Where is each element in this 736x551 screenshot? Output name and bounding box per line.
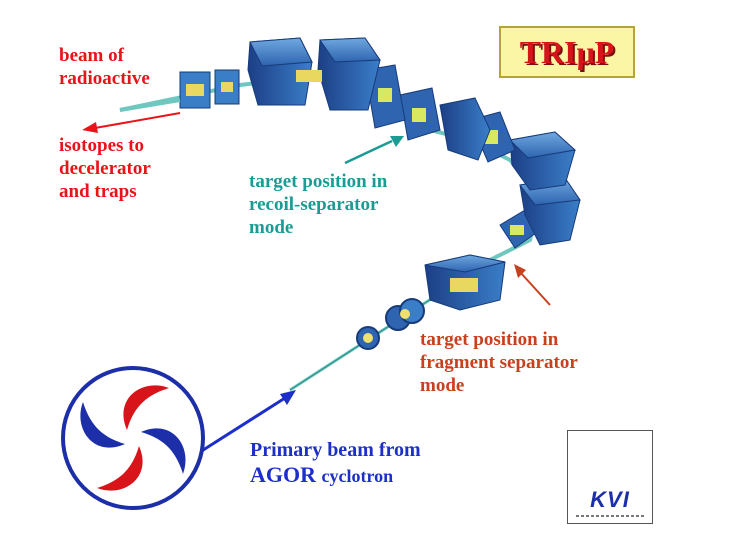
isotopes-label-line: decelerator [59,158,151,180]
primary-beam-label: Primary beam from AGOR cyclotron [250,438,421,489]
agor-cyclotron-icon [61,366,205,510]
beam-label-line: beam of [59,45,124,66]
primary-label-line: AGOR cyclotron [250,462,421,489]
quadrupole-5 [399,87,441,141]
beam-label-line: radioactive [59,68,150,90]
agor-text: AGOR [250,462,316,488]
dipole-magnet-4 [439,97,491,161]
fragment-label-line: fragment separator [420,352,578,374]
kvi-logo-text: KVI [590,487,630,512]
fragment-label-line: target position in [420,329,559,350]
recoil-label-line: recoil-separator [249,194,379,216]
isotopes-label-line: and traps [59,181,137,203]
quadrupole-8 [179,71,211,109]
cyclotron-text: cyclotron [321,466,394,487]
fragment-label-line: mode [420,375,465,397]
recoil-label-line: mode [249,217,294,239]
kvi-logo: KVI [567,430,653,524]
dipole-magnet-6 [247,37,322,106]
quadrupole-1 [356,326,380,350]
output-beam-arrow [82,112,181,133]
kvi-logo-subtext [576,515,644,517]
beam-output-label: beam of radioactive [59,44,150,90]
dipole-magnet-5 [317,37,381,111]
isotopes-label: isotopes to decelerator and traps [59,134,151,204]
recoil-target-label: target position in recoil-separator mode [249,170,387,240]
primary-label-line: Primary beam from [250,439,421,461]
primary-beam-arrow [199,390,296,454]
fragment-target-label: target position in fragment separator mo… [420,328,578,398]
triup-title: TRIμP [499,26,635,78]
recoil-label-line: target position in [249,171,388,192]
fragment-target-arrow [514,264,551,306]
isotopes-label-line: isotopes to [59,135,144,156]
dipole-magnet-3 [508,131,577,191]
dipole-magnet-1 [424,254,506,311]
quadrupole-7 [214,69,240,105]
recoil-target-arrow [344,136,404,165]
quadrupole-2 [385,298,425,331]
